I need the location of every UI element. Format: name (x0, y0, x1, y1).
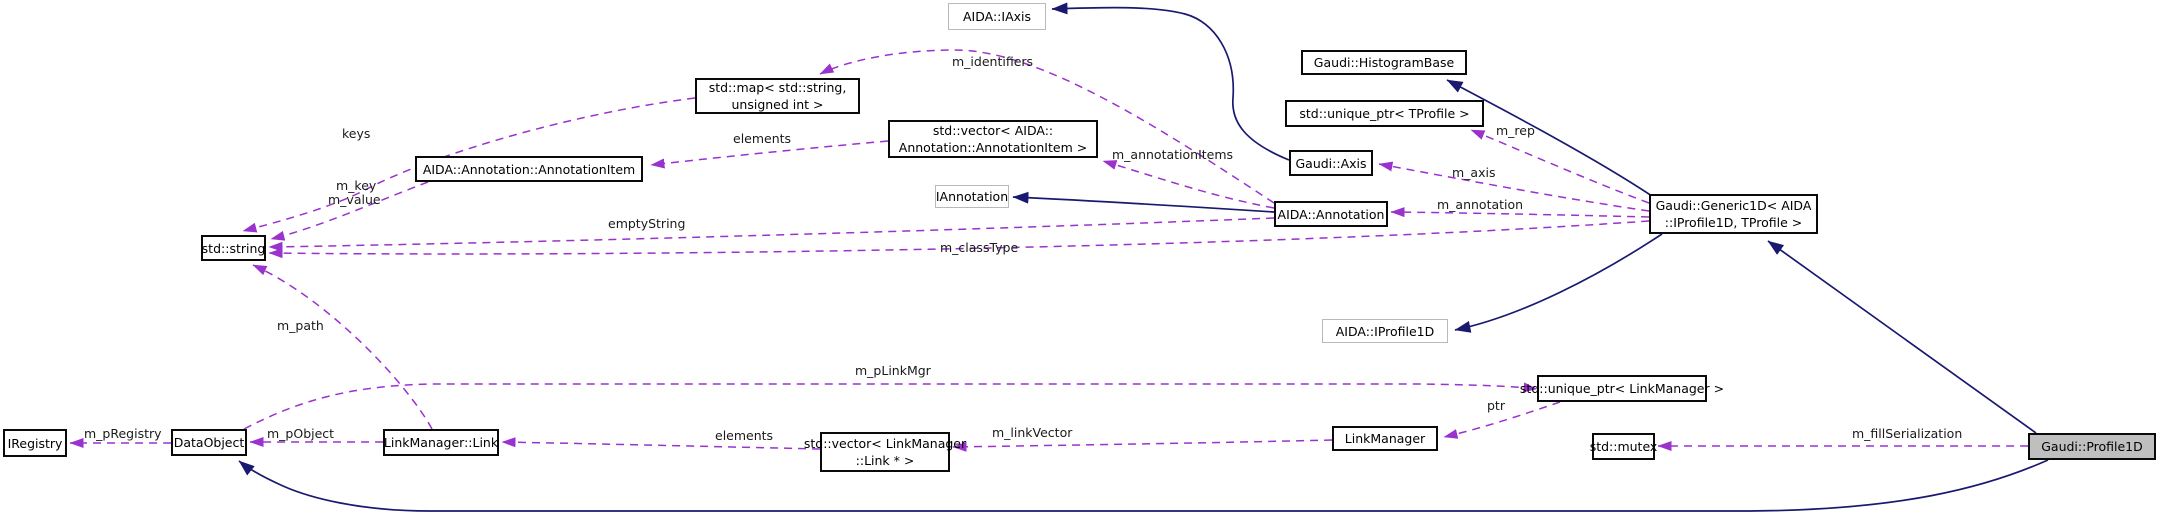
edge-label-m-annotationitems: m_annotationItems (1112, 147, 1234, 162)
node-label: std::string (201, 240, 266, 256)
node-label: AIDA::IProfile1D (1335, 323, 1435, 339)
edge-generic1d-to-histogrambase (1446, 79, 1653, 197)
edge-label-ptr: ptr (1487, 398, 1505, 413)
edge-m-identifiers (819, 49, 1275, 204)
edge-keys (242, 97, 696, 233)
node-label: AIDA::Annotation (1277, 206, 1385, 222)
edge-m-axis (1378, 161, 1650, 212)
node-iannotation[interactable]: IAnnotation (935, 185, 1009, 208)
node-label: std::unique_ptr< LinkManager > (1519, 381, 1725, 396)
node-iregistry[interactable]: IRegistry (3, 429, 67, 457)
node-label: ::Link * > (855, 453, 915, 468)
node-linkmanager[interactable]: LinkManager (1332, 426, 1438, 451)
edge-ptr (1443, 401, 1561, 439)
node-dataobject[interactable]: DataObject (171, 429, 247, 456)
edge-profile1d-to-dataobject (238, 459, 2049, 512)
edge-label-keys: keys (342, 126, 371, 141)
node-label: Gaudi::Generic1D< AIDA (1655, 198, 1812, 213)
edge-label-elements-bottom: elements (715, 428, 774, 443)
node-std-mutex[interactable]: std::mutex (1589, 433, 1658, 460)
node-label: unsigned int > (731, 97, 824, 112)
node-label: std::vector< AIDA:: (932, 123, 1054, 138)
node-std-vector-annotationitem[interactable]: std::vector< AIDA:: Annotation::Annotati… (888, 120, 1098, 158)
edge-m-path (252, 264, 433, 430)
node-label: std::unique_ptr< TProfile > (1299, 106, 1470, 121)
node-label: Gaudi::HistogramBase (1313, 55, 1455, 70)
node-label: AIDA::IAxis (962, 9, 1032, 24)
node-std-vector-link[interactable]: std::vector< LinkManager ::Link * > (804, 432, 966, 472)
node-std-unique-ptr-linkmanager[interactable]: std::unique_ptr< LinkManager > (1520, 375, 1724, 402)
node-std-string[interactable]: std::string (201, 235, 266, 261)
node-gaudi-axis[interactable]: Gaudi::Axis (1289, 150, 1373, 176)
edge-label-emptystring: emptyString (608, 216, 686, 231)
edge-m-linkvector (952, 439, 1333, 452)
edge-m-key-m-value (270, 181, 429, 241)
edge-m-plinkmgr (243, 382, 1538, 430)
node-label: Gaudi::Axis (1295, 155, 1367, 171)
node-label: LinkManager (1344, 431, 1426, 446)
edge-elements-top (650, 140, 889, 169)
edge-profile1d-to-generic1d (1767, 240, 2037, 434)
edge-label-m-rep: m_rep (1496, 123, 1535, 138)
node-gaudi-generic1d[interactable]: Gaudi::Generic1D< AIDA ::IProfile1D, TPr… (1649, 194, 1818, 234)
edge-label-m-pregistry: m_pRegistry (84, 426, 162, 441)
edge-label-m-linkvector: m_linkVector (992, 425, 1073, 440)
node-label: IAnnotation (935, 189, 1009, 204)
node-linkmanager-link[interactable]: LinkManager::Link (383, 429, 499, 456)
edge-emptystring (268, 217, 1275, 252)
edge-label-m-identifiers: m_identifiers (952, 54, 1034, 69)
edge-label-m-value: m_value (328, 192, 381, 207)
node-label: std::map< std::string, (708, 80, 847, 95)
edge-label-m-annotation: m_annotation (1437, 197, 1524, 212)
edge-label-elements-top: elements (733, 131, 792, 146)
edge-label-m-path: m_path (277, 318, 324, 333)
edge-label-m-classtype: m_classType (940, 240, 1019, 255)
node-aida-annotation-annotationitem[interactable]: AIDA::Annotation::AnnotationItem (415, 156, 643, 182)
edge-elements-bottom (501, 437, 821, 450)
node-aida-annotation[interactable]: AIDA::Annotation (1274, 201, 1388, 227)
edge-m-annotationitems (1102, 160, 1275, 209)
node-label: Annotation::AnnotationItem > (898, 140, 1088, 155)
edge-m-classtype (268, 220, 1650, 259)
edge-label-m-fillserialization: m_fillSerialization (1852, 426, 1963, 441)
node-label: IRegistry (7, 435, 63, 451)
node-label: DataObject (173, 435, 245, 450)
node-label: std::vector< LinkManager (803, 436, 967, 451)
node-label: ::IProfile1D, TProfile > (1664, 215, 1803, 230)
edge-m-annotation (1390, 207, 1650, 218)
edge-gaudiaxis-to-aidaiaxis (1051, 2, 1290, 161)
node-label: Gaudi::Profile1D (2041, 439, 2143, 454)
edge-label-m-axis: m_axis (1452, 165, 1496, 180)
node-aida-iaxis[interactable]: AIDA::IAxis (948, 3, 1046, 30)
node-gaudi-profile1d[interactable]: Gaudi::Profile1D (2028, 433, 2156, 460)
node-label: std::mutex (1589, 439, 1658, 454)
edge-annotation-to-iannotation (1012, 191, 1275, 213)
node-aida-iprofile1d[interactable]: AIDA::IProfile1D (1322, 319, 1448, 343)
node-std-unique-ptr-tprofile[interactable]: std::unique_ptr< TProfile > (1285, 100, 1484, 127)
node-label: AIDA::Annotation::AnnotationItem (422, 161, 636, 177)
edge-label-m-plinkmgr: m_pLinkMgr (855, 363, 931, 378)
edge-label-m-pobject: m_pObject (267, 426, 335, 441)
node-gaudi-histogrambase[interactable]: Gaudi::HistogramBase (1301, 50, 1467, 75)
edge-m-rep (1470, 129, 1650, 204)
edge-label-m-key: m_key (336, 178, 377, 193)
edge-generic1d-to-iprofile1d (1454, 233, 1663, 333)
node-std-map[interactable]: std::map< std::string, unsigned int > (695, 78, 860, 114)
node-label: LinkManager::Link (383, 435, 499, 450)
